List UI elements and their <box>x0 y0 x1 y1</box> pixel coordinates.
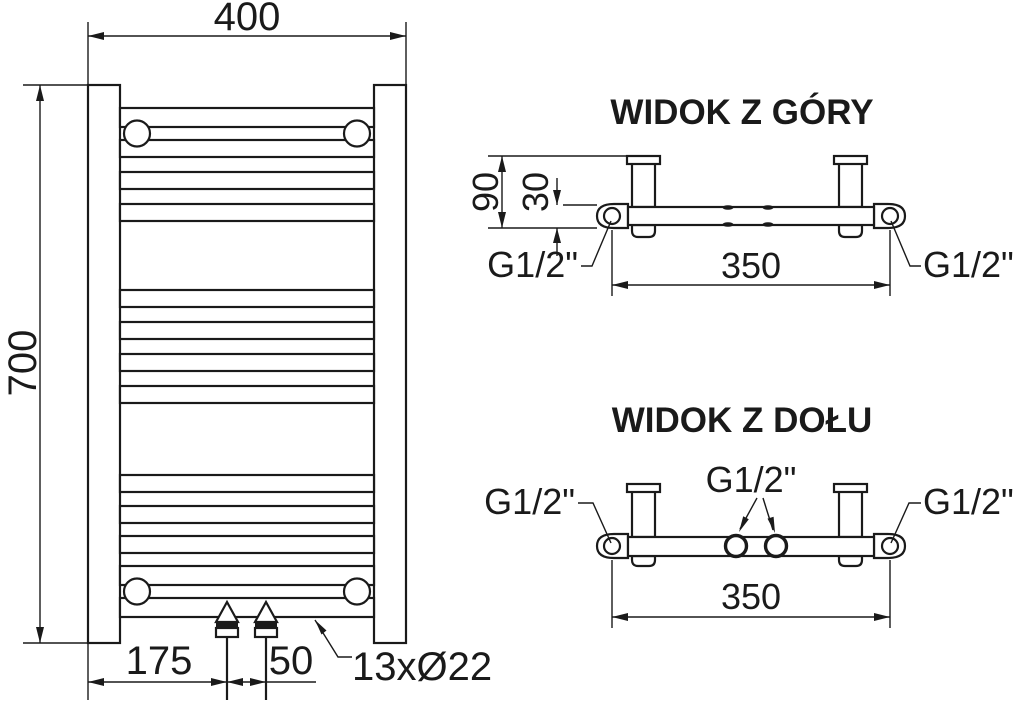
rung <box>118 106 376 129</box>
valve-seal <box>216 622 238 628</box>
arrowhead <box>36 627 44 643</box>
dimension-valve-position: 175 50 <box>87 639 316 700</box>
dimension-inset: 30 <box>515 172 597 256</box>
collector-tube-bottom <box>626 535 876 558</box>
top-view: WIDOK Z GÓRY 90 <box>465 92 1014 296</box>
spacing-value: 350 <box>721 576 781 617</box>
rung <box>118 384 376 405</box>
inset-value: 30 <box>515 172 556 212</box>
arrowhead <box>250 678 266 686</box>
rung <box>118 564 376 587</box>
center-port-mark <box>762 205 774 210</box>
front-view: 400 700 175 50 13xØ22 <box>1 0 492 700</box>
arrowhead <box>211 678 227 686</box>
arrowhead <box>498 156 506 172</box>
valve-seal <box>255 622 277 628</box>
arrowhead <box>315 620 327 635</box>
connection-size: G1/2" <box>923 244 1014 285</box>
rung <box>118 320 376 341</box>
connection-callout-right: G1/2" <box>890 481 1014 544</box>
leader-line <box>890 502 921 544</box>
rung <box>118 288 376 309</box>
valve-right <box>253 599 279 700</box>
depth-value: 90 <box>465 172 506 212</box>
bracket-circle <box>342 119 372 148</box>
connection-callout-left: G1/2" <box>487 220 612 285</box>
leader-line <box>581 220 612 267</box>
dimension-connection-spacing: 350 <box>611 560 891 628</box>
bracket-circle <box>122 577 152 606</box>
right-connection-port <box>880 536 900 556</box>
rung <box>118 138 376 159</box>
center-port-mark <box>722 222 734 227</box>
connection-size: G1/2" <box>487 244 578 285</box>
arrowhead <box>498 212 506 228</box>
arrowhead <box>227 678 243 686</box>
wall-bracket <box>625 482 662 568</box>
rung <box>118 596 376 619</box>
connection-size: G1/2" <box>923 481 1014 522</box>
right-collector-tube <box>372 83 408 645</box>
center-connection-port <box>763 533 789 559</box>
arrowhead <box>874 613 890 621</box>
left-connection-port <box>602 536 622 556</box>
leader-line <box>578 502 612 544</box>
connection-callout-left: G1/2" <box>484 481 612 544</box>
arrowhead <box>390 32 406 40</box>
left-connection-port <box>602 206 622 226</box>
top-view-title: WIDOK Z GÓRY <box>610 92 873 132</box>
arrowhead <box>739 516 749 532</box>
arrowhead <box>612 613 628 621</box>
bottom-view-title: WIDOK Z DOŁU <box>612 401 873 440</box>
center-port-mark <box>722 205 734 210</box>
wall-bracket <box>625 154 662 239</box>
rung <box>118 352 376 373</box>
height-value: 700 <box>1 330 45 397</box>
dimension-width: 400 <box>87 0 407 85</box>
arrowhead <box>36 85 44 101</box>
collector-tube-top <box>626 205 876 227</box>
dimension-depth: 90 <box>465 155 627 229</box>
center-connection-port <box>723 533 749 559</box>
rung-group <box>118 106 376 619</box>
rung <box>118 473 376 494</box>
connection-callout-right: G1/2" <box>890 220 1014 285</box>
dimension-connection-spacing: 350 <box>611 230 891 296</box>
rung <box>118 170 376 191</box>
rung <box>118 202 376 223</box>
valve-body <box>214 626 240 639</box>
valve-spacing-value: 50 <box>269 639 314 683</box>
arrowhead <box>612 281 628 289</box>
connection-size: G1/2" <box>484 481 575 522</box>
arrowhead <box>88 678 104 686</box>
arrowhead <box>874 281 890 289</box>
valve-body <box>253 626 279 639</box>
connection-callout-center: G1/2" <box>706 459 797 533</box>
rung <box>118 534 376 555</box>
dimension-height: 700 <box>1 84 88 644</box>
bracket-circle <box>342 577 372 606</box>
rung <box>118 504 376 525</box>
bottom-view: WIDOK Z DOŁU G1/2" <box>484 401 1014 628</box>
connection-size: G1/2" <box>706 459 797 500</box>
arrowhead <box>767 516 775 533</box>
width-value: 400 <box>214 0 281 39</box>
right-connection-port <box>880 206 900 226</box>
arrowhead <box>88 32 104 40</box>
left-collector-tube <box>86 83 122 645</box>
bracket-circle <box>122 119 152 148</box>
tube-spec-callout: 13xØ22 <box>314 619 492 689</box>
valve-offset-value: 175 <box>126 639 193 683</box>
arrowhead <box>553 228 561 243</box>
leader-line <box>890 220 921 267</box>
arrowhead <box>553 190 561 205</box>
tube-spec-value: 13xØ22 <box>352 645 492 689</box>
valve-left <box>214 599 240 700</box>
spacing-value: 350 <box>721 245 781 286</box>
wall-bracket <box>832 154 869 239</box>
center-port-mark <box>762 222 774 227</box>
